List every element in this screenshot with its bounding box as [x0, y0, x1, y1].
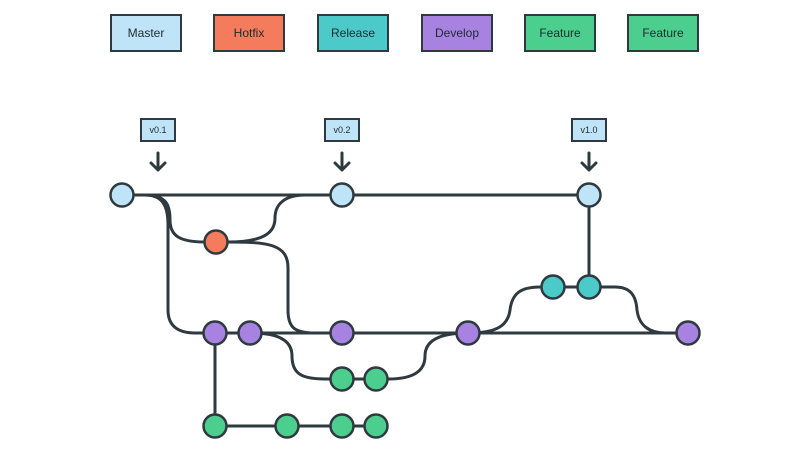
arrow-v0-1-icon	[149, 151, 167, 172]
develop-commit-2	[237, 320, 263, 346]
legend-feature-2: Feature	[627, 14, 699, 52]
hotfix-merge-develop	[226, 240, 317, 335]
legend-feature-1: Feature	[524, 14, 596, 52]
legend-hotfix: Hotfix	[213, 14, 285, 52]
tag-v0-1-label: v0.1	[149, 125, 167, 135]
master-commit-v1-0	[576, 182, 602, 208]
tag-v0-1: v0.1	[140, 118, 176, 142]
legend-release-label: Release	[330, 26, 376, 40]
develop-commit-3	[329, 320, 355, 346]
develop-branch-line	[143, 193, 197, 335]
master-commit-v0-2	[329, 182, 355, 208]
legend-develop-label: Develop	[434, 26, 480, 40]
feature-1-line	[248, 331, 470, 381]
feature-2-commit-1	[202, 413, 228, 439]
develop-commit-1	[202, 320, 228, 346]
tag-v0-2: v0.2	[324, 118, 360, 142]
feature-1-commit-2	[363, 366, 389, 392]
tag-v0-2-label: v0.2	[333, 125, 351, 135]
legend-feature-2-label: Feature	[642, 26, 684, 40]
legend-release: Release	[317, 14, 389, 52]
feature-1-commit-1	[329, 366, 355, 392]
develop-commit-4	[455, 320, 481, 346]
release-line	[466, 285, 667, 335]
master-commit-v0-1	[109, 182, 135, 208]
arrow-v1-0-icon	[580, 151, 598, 172]
develop-commit-5	[675, 320, 701, 346]
tag-v1-0: v1.0	[571, 118, 607, 142]
feature-2-commit-4	[363, 413, 389, 439]
legend-hotfix-label: Hotfix	[233, 26, 265, 40]
commits	[109, 182, 701, 439]
release-commit-1	[540, 274, 566, 300]
legend-master: Master	[110, 14, 182, 52]
tag-v1-0-label: v1.0	[580, 125, 598, 135]
legend-feature-1-label: Feature	[539, 26, 581, 40]
branch-lines	[120, 151, 690, 428]
feature-2-commit-3	[329, 413, 355, 439]
legend-master-label: Master	[127, 26, 165, 40]
legend-develop: Develop	[421, 14, 493, 52]
arrow-v0-2-icon	[333, 151, 351, 172]
release-commit-2	[576, 274, 602, 300]
feature-2-commit-2	[274, 413, 300, 439]
hotfix-commit	[203, 229, 229, 255]
